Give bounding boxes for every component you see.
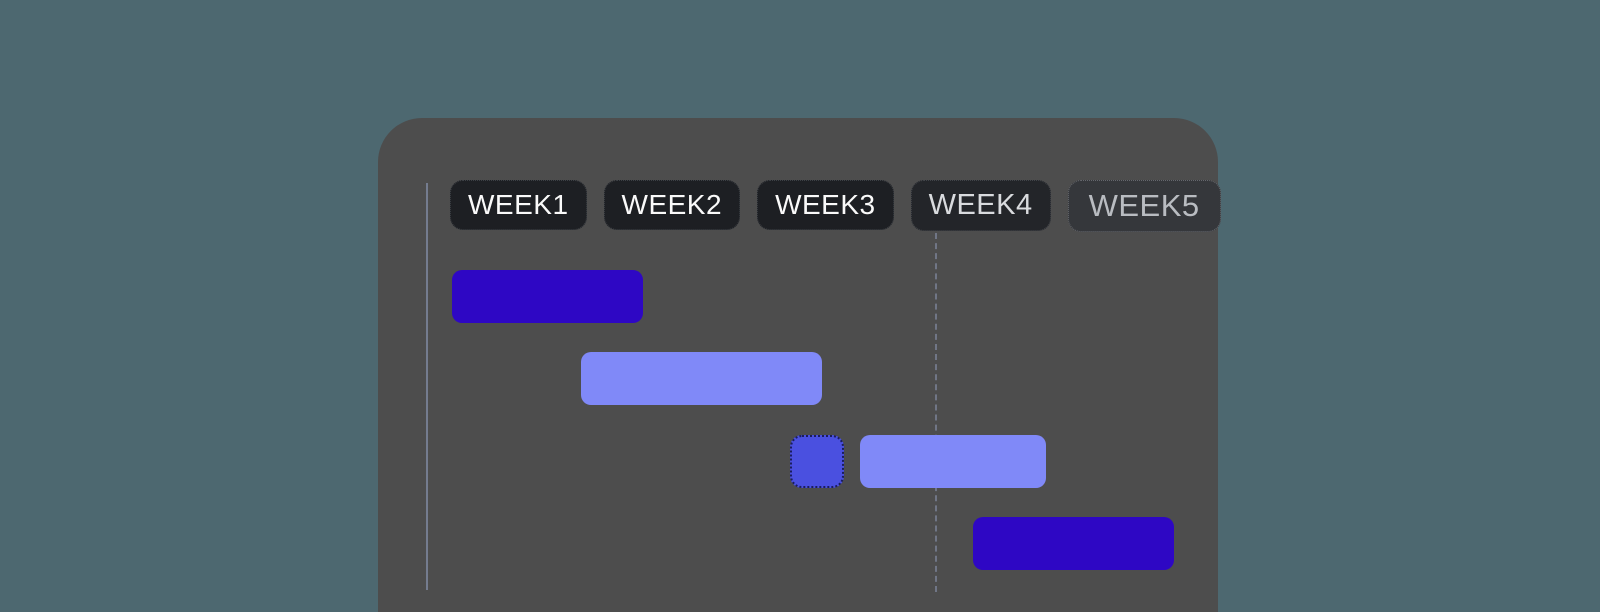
task-bars-layer <box>378 118 1218 612</box>
week-pill-week1[interactable]: WEEK1 <box>450 180 587 230</box>
week-pill-week4[interactable]: WEEK4 <box>910 180 1051 231</box>
task-bar[interactable] <box>790 434 845 488</box>
task-bar[interactable] <box>581 352 823 406</box>
week-header-row: WEEK1 WEEK2 WEEK3 WEEK4 WEEK5 <box>450 180 1221 232</box>
week-gridlines <box>378 118 1218 612</box>
week-pill-week5[interactable]: WEEK5 <box>1067 180 1221 232</box>
gridline-week-boundary-0 <box>426 183 428 590</box>
gantt-panel: WEEK1 WEEK2 WEEK3 WEEK4 WEEK5 <box>378 118 1221 612</box>
task-bar[interactable] <box>859 434 1047 488</box>
task-bar[interactable] <box>452 270 643 323</box>
week-pill-week2[interactable]: WEEK2 <box>603 180 741 230</box>
task-bar[interactable] <box>973 516 1174 570</box>
gridline-week-boundary-3 <box>935 233 938 592</box>
week-pill-week3[interactable]: WEEK3 <box>757 180 894 230</box>
